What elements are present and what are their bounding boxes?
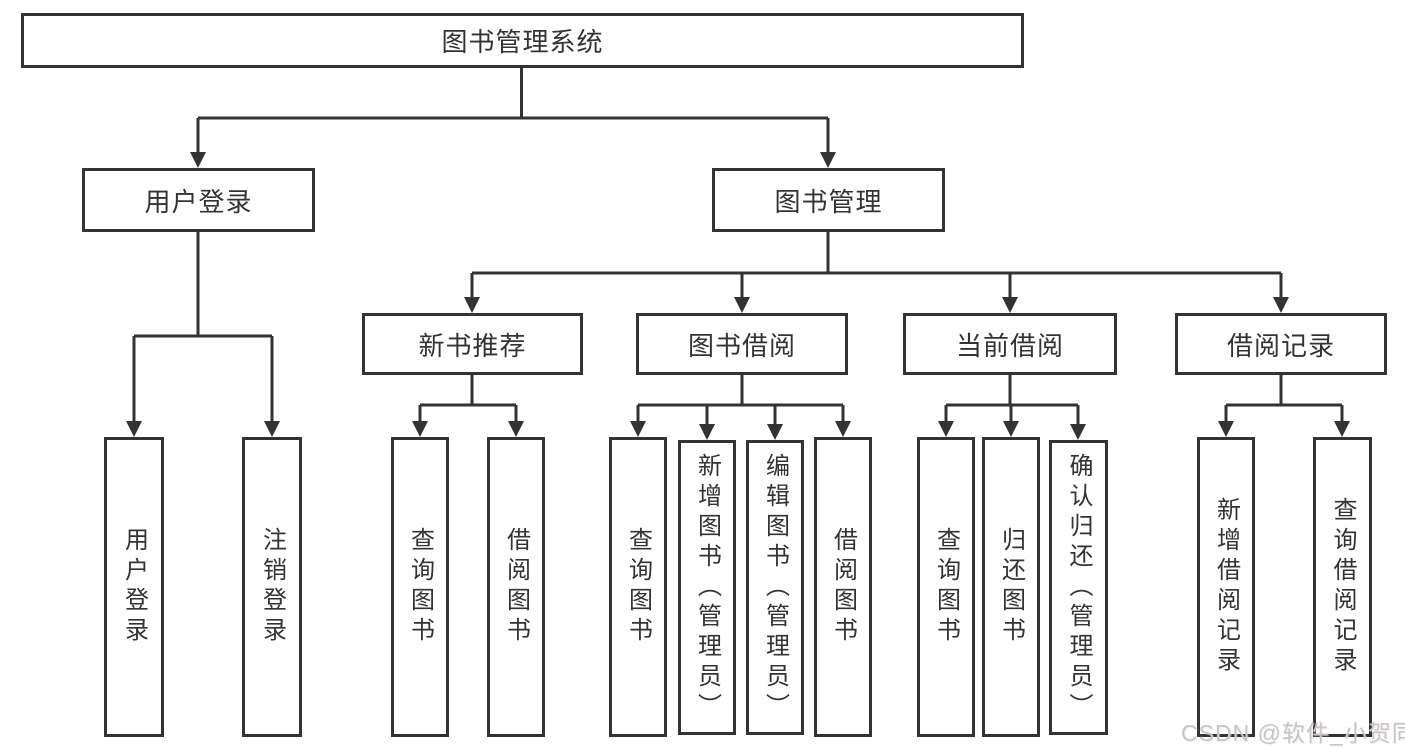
arrowhead bbox=[1218, 421, 1234, 437]
edge-user-login-children bbox=[132, 232, 274, 421]
node-root-system: 图书管理系统 bbox=[21, 13, 1024, 68]
leaf-query-books-current-label: 查询图书 bbox=[932, 527, 960, 647]
leaf-query-books-recommend-label: 查询图书 bbox=[406, 527, 434, 647]
leaf-borrow-books-recommend: 借阅图书 bbox=[487, 437, 545, 737]
arrowhead bbox=[508, 421, 524, 437]
node-user-login: 用户登录 bbox=[82, 168, 315, 232]
node-book-management: 图书管理 bbox=[712, 168, 945, 232]
leaf-query-borrow-record: 查询借阅记录 bbox=[1313, 437, 1372, 737]
node-new-book-recommend-label: 新书推荐 bbox=[418, 330, 527, 361]
arrowhead bbox=[835, 421, 851, 437]
arrowhead bbox=[734, 297, 750, 313]
leaf-user-login: 用户登录 bbox=[104, 437, 164, 737]
arrowhead bbox=[820, 152, 836, 168]
edge-book-management-children bbox=[470, 232, 1283, 297]
edge-current-borrow-children bbox=[944, 375, 1080, 424]
node-current-borrow-label: 当前借阅 bbox=[955, 330, 1064, 361]
edge-borrow-records-children bbox=[1224, 375, 1344, 421]
arrowhead bbox=[412, 421, 428, 437]
arrowhead bbox=[938, 421, 954, 437]
edge-root-to-level2 bbox=[196, 68, 830, 152]
leaf-confirm-return-admin-label: 确认归还（管理员） bbox=[1065, 452, 1092, 723]
node-borrow-records-label: 借阅记录 bbox=[1226, 330, 1335, 361]
leaf-edit-book-admin-label: 编辑图书（管理员） bbox=[761, 452, 789, 723]
leaf-query-books-recommend: 查询图书 bbox=[391, 437, 449, 737]
leaf-query-books-current: 查询图书 bbox=[917, 437, 975, 737]
leaf-add-book-admin-label: 新增图书（管理员） bbox=[693, 452, 721, 723]
arrowhead bbox=[1003, 421, 1019, 437]
arrowhead bbox=[767, 424, 783, 440]
arrowhead bbox=[699, 424, 715, 440]
node-book-borrow: 图书借阅 bbox=[636, 313, 848, 375]
leaf-borrow-books-recommend-label: 借阅图书 bbox=[502, 527, 530, 647]
leaf-return-book-label: 归还图书 bbox=[997, 527, 1025, 647]
arrowhead bbox=[1273, 297, 1289, 313]
node-root-system-label: 图书管理系统 bbox=[441, 27, 604, 57]
leaf-confirm-return-admin: 确认归还（管理员） bbox=[1049, 440, 1108, 735]
arrowhead bbox=[1002, 297, 1018, 313]
node-new-book-recommend: 新书推荐 bbox=[362, 313, 583, 375]
leaf-logout: 注销登录 bbox=[242, 437, 302, 737]
node-book-borrow-label: 图书借阅 bbox=[687, 330, 796, 361]
leaf-query-books-borrow: 查询图书 bbox=[609, 437, 667, 737]
leaf-edit-book-admin: 编辑图书（管理员） bbox=[746, 440, 804, 735]
arrowhead bbox=[264, 421, 280, 437]
leaf-borrow-books-label: 借阅图书 bbox=[829, 527, 857, 647]
node-current-borrow: 当前借阅 bbox=[903, 313, 1117, 375]
leaf-borrow-books: 借阅图书 bbox=[814, 437, 872, 737]
csdn-watermark: CSDN @软件_小贺同学 bbox=[1181, 720, 1405, 746]
node-borrow-records: 借阅记录 bbox=[1175, 313, 1387, 375]
leaf-user-login-label: 用户登录 bbox=[120, 527, 148, 647]
leaf-add-borrow-record: 新增借阅记录 bbox=[1197, 437, 1255, 737]
node-book-management-label: 图书管理 bbox=[774, 186, 883, 217]
arrowhead bbox=[464, 297, 480, 313]
edge-book-borrow-children bbox=[636, 375, 845, 424]
arrowhead bbox=[630, 421, 646, 437]
arrowhead bbox=[1070, 424, 1086, 440]
leaf-add-book-admin: 新增图书（管理员） bbox=[678, 440, 736, 735]
arrowhead bbox=[190, 152, 206, 168]
arrowhead bbox=[1334, 421, 1350, 437]
leaf-add-borrow-record-label: 新增借阅记录 bbox=[1212, 497, 1240, 677]
leaf-query-borrow-record-label: 查询借阅记录 bbox=[1329, 497, 1356, 677]
edge-new-book-children bbox=[418, 375, 518, 421]
leaf-return-book: 归还图书 bbox=[982, 437, 1040, 737]
node-user-login-label: 用户登录 bbox=[144, 186, 253, 217]
leaf-query-books-borrow-label: 查询图书 bbox=[624, 527, 652, 647]
leaf-logout-label: 注销登录 bbox=[258, 527, 286, 647]
arrowhead bbox=[126, 421, 142, 437]
